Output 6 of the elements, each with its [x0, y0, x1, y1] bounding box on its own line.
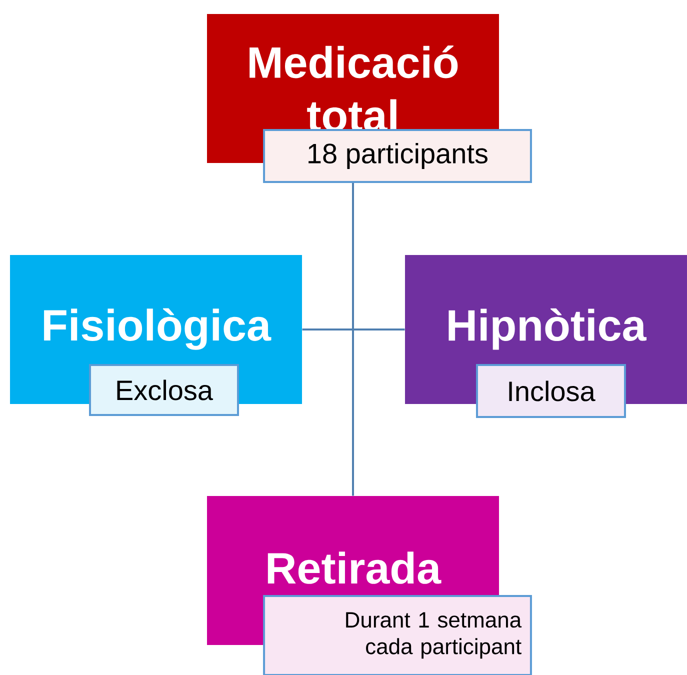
note-box: Inclosa	[476, 364, 626, 418]
note-box: Exclosa	[89, 364, 239, 416]
note-box: Durant 1 setmana cada participant	[263, 595, 532, 675]
note-box: 18 participants	[263, 129, 532, 183]
connector-line	[302, 328, 405, 330]
connector-line	[352, 183, 354, 496]
